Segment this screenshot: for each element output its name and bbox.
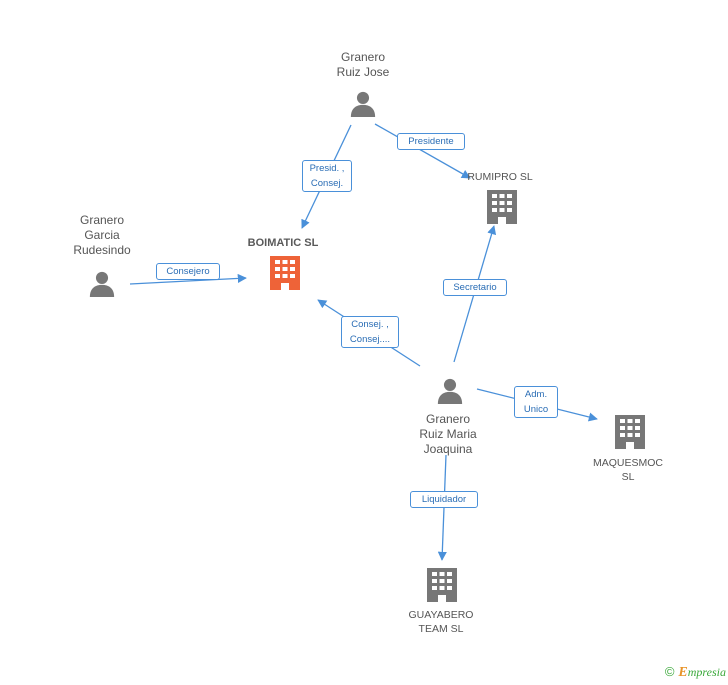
company-label-boimatic-sl[interactable]: BOIMATIC SL	[247, 237, 319, 249]
relation-label-adm-unico[interactable]: Adm. Unico	[514, 386, 558, 418]
relation-label-secretario[interactable]: Secretario	[443, 279, 507, 296]
empresia-logo: ©Empresia	[665, 664, 726, 681]
person-icon[interactable]	[89, 271, 115, 297]
relation-label-consej-consej[interactable]: Consej. , Consej....	[341, 316, 399, 348]
person-icon[interactable]	[437, 378, 463, 404]
building-icon[interactable]	[615, 415, 645, 449]
company-label-rumipro-sl[interactable]: RUMIPRO SL	[467, 171, 533, 183]
person-label-granero-ruiz-jose[interactable]: Granero Ruiz Jose	[336, 50, 390, 79]
relation-label-consejero[interactable]: Consejero	[156, 263, 220, 280]
company-label-maquesmoc-sl[interactable]: MAQUESMOC SL	[592, 457, 663, 483]
relation-edge-r3	[129, 273, 247, 285]
company-label-guayabero-team-sl[interactable]: GUAYABERO TEAM SL	[408, 609, 474, 635]
relation-edge-r2	[374, 123, 471, 179]
building-icon[interactable]	[427, 568, 457, 602]
person-label-granero-ruiz-maria-joaquina[interactable]: Granero Ruiz Maria Joaquina	[419, 412, 477, 456]
building-icon[interactable]	[270, 256, 300, 290]
relation-label-presid-consej[interactable]: Presid. , Consej.	[302, 160, 352, 192]
person-icon[interactable]	[350, 91, 376, 117]
brand-name: mpresia	[687, 665, 726, 679]
copyright-symbol: ©	[664, 664, 675, 679]
brand-initial: E	[678, 665, 688, 680]
building-icon[interactable]	[487, 190, 517, 224]
person-label-granero-garcia-rudesindo[interactable]: Granero Garcia Rudesindo	[73, 213, 131, 257]
relation-label-liquidador[interactable]: Liquidador	[410, 491, 478, 508]
relation-label-presidente[interactable]: Presidente	[397, 133, 465, 150]
